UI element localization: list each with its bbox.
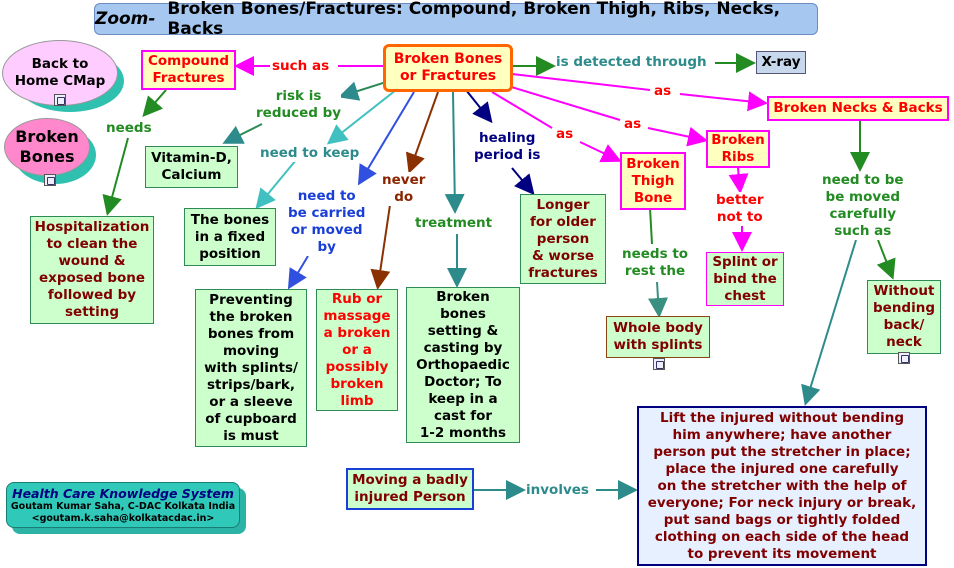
concept-map-icon[interactable] [54,94,66,106]
link-treatment: treatment [415,215,493,232]
node-broken-necks-backs[interactable]: Broken Necks & Backs [767,96,949,121]
link-risk-reduced: risk is reduced by [256,88,342,122]
node-broken-bones-fractures[interactable]: Broken Bones or Fractures [383,44,513,92]
footer-author: Goutam Kumar Saha, C-DAC Kolkata India [10,501,236,512]
link-healing-period: healing period is [474,130,541,164]
node-vitamin-d-calcium[interactable]: Vitamin-D, Calcium [145,146,238,188]
node-fixed-position[interactable]: The bones in a fixed position [184,208,276,266]
node-hospitalization[interactable]: Hospitalization to clean the wound & exp… [30,216,154,324]
title-text: Broken Bones/Fractures: Compound, Broken… [167,0,781,39]
link-never-do: never do [382,172,426,206]
footer-credits: Health Care Knowledge System Goutam Kuma… [6,482,246,534]
link-as-thigh: as [556,126,574,143]
node-longer-healing[interactable]: Longer for older person & worse fracture… [520,194,606,284]
broken-bones-button[interactable]: Broken Bones [4,118,96,190]
back-home-button[interactable]: Back to Home CMap [2,40,124,112]
link-need-to-keep: need to keep [260,145,360,162]
footer-system-name: Health Care Knowledge System [12,486,234,501]
image-icon[interactable] [653,358,665,370]
link-carried-moved: need to be carried or moved by [288,188,366,256]
concept-map-icon[interactable] [44,174,56,186]
title-prefix: Zoom- [95,9,156,29]
node-whole-body-splints[interactable]: Whole body with splints [606,316,710,358]
page-title: Zoom- Broken Bones/Fractures: Compound, … [94,0,818,39]
node-preventing-movement[interactable]: Preventing the broken bones from moving … [195,289,307,447]
node-rub-massage[interactable]: Rub or massage a broken or a possibly br… [316,289,398,411]
link-better-not: better not to [716,192,764,226]
footer-email[interactable]: <goutam.k.saha@kolkatacdac.in> [31,513,215,524]
node-compound-fractures[interactable]: Compound Fractures [141,50,236,90]
node-splint-chest[interactable]: Splint or bind the chest [706,252,784,306]
link-as-ribs: as [624,116,642,133]
node-broken-ribs[interactable]: Broken Ribs [706,130,770,168]
link-involves: involves [526,482,589,499]
node-xray[interactable]: X-ray [756,51,806,74]
link-detected-through: is detected through [556,54,707,71]
node-moving-injured-person[interactable]: Moving a badly injured Person [346,468,474,510]
link-moved-carefully: need to be be moved carefully such as [822,172,904,240]
link-needs-rest: needs to rest the [622,246,689,280]
link-as-necks: as [654,83,672,100]
node-setting-casting[interactable]: Broken bones setting & casting by Orthop… [406,287,520,443]
link-such-as: such as [272,58,330,75]
image-icon[interactable] [898,352,910,364]
broken-bones-label: Broken Bones [4,118,90,176]
node-broken-thigh-bone[interactable]: Broken Thigh Bone [620,152,686,210]
link-needs: needs [106,120,152,137]
node-lift-injured[interactable]: Lift the injured without bending him any… [637,406,927,566]
node-without-bending[interactable]: Without bending back/ neck [867,280,941,354]
